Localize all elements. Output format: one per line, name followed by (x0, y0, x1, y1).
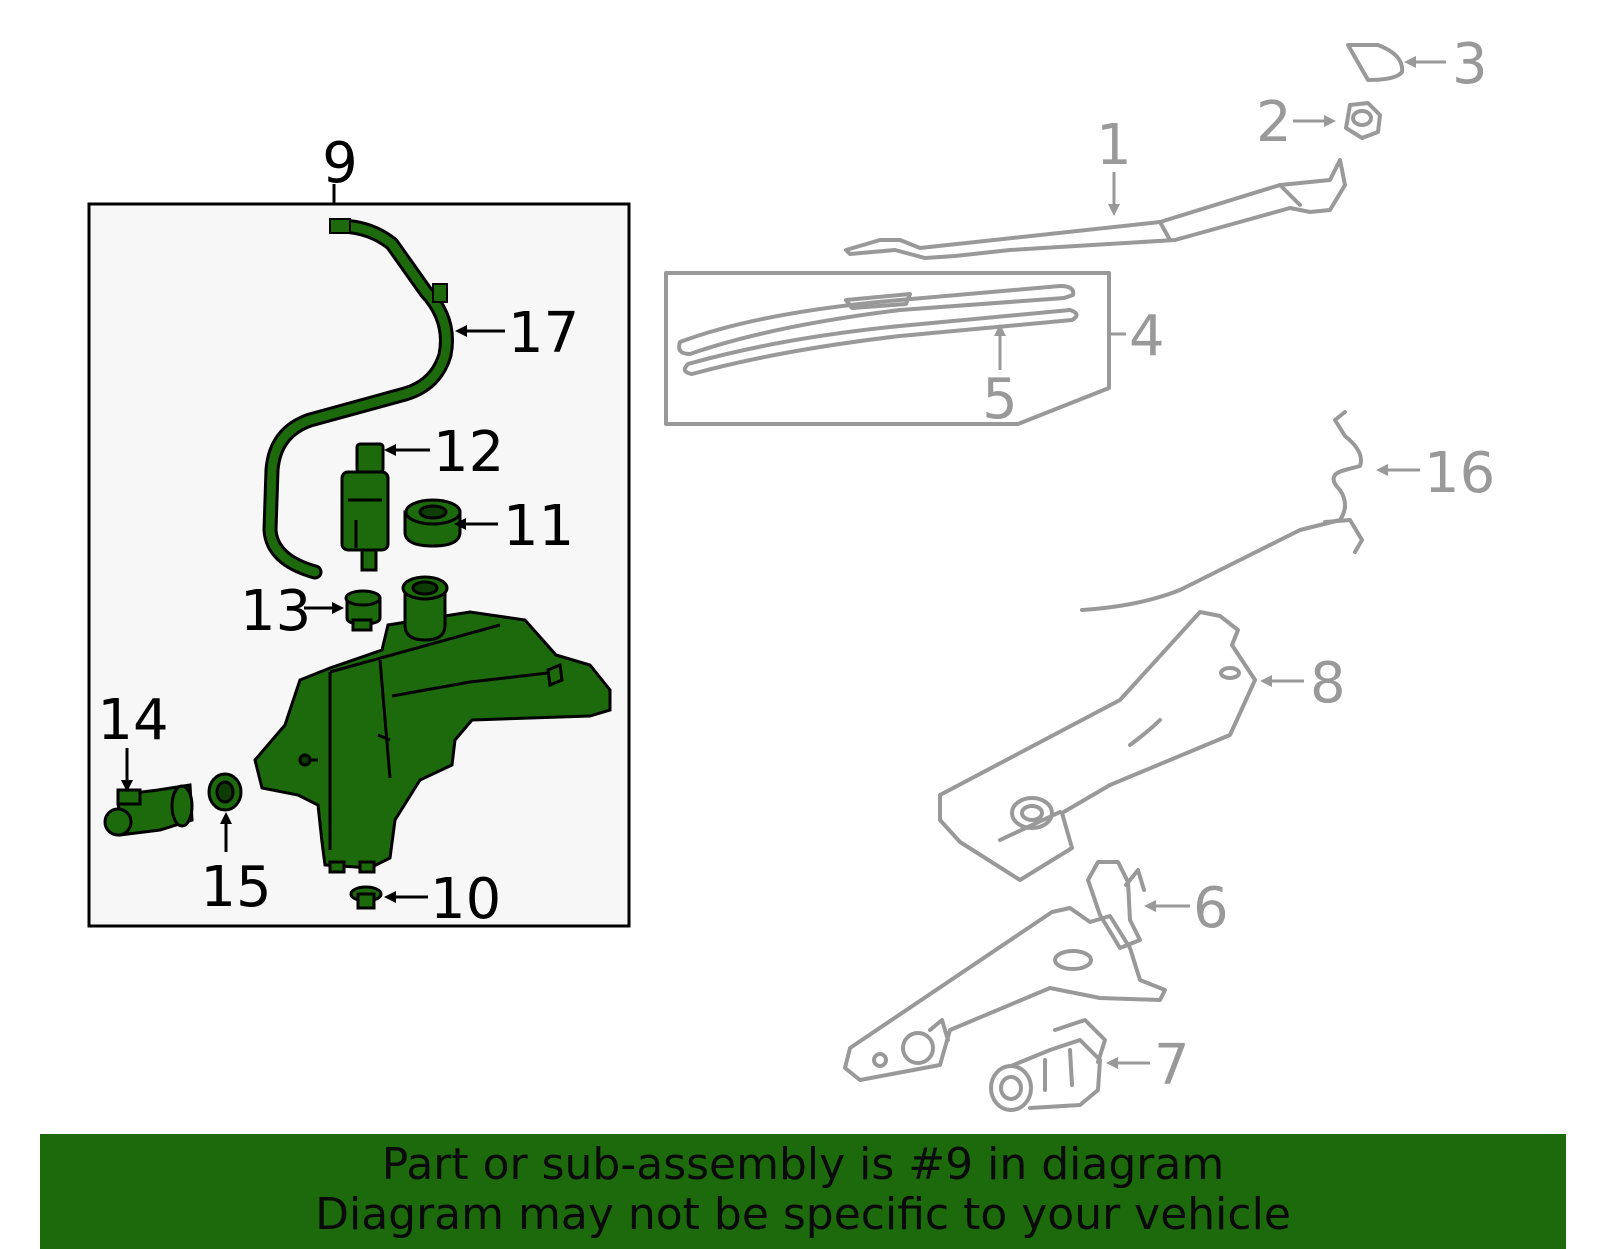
part-4-box (664, 271, 1111, 426)
banner-line-1: Part or sub-assembly is #9 in diagram (381, 1139, 1225, 1190)
part-14-sensor[interactable] (103, 783, 194, 837)
part-8-cowl-panel[interactable] (938, 610, 1257, 882)
part-1-wiper-arm[interactable] (844, 158, 1347, 260)
arrowhead-8 (1260, 675, 1272, 687)
callout-2: 2 (1256, 90, 1292, 155)
callout-16: 16 (1424, 441, 1495, 506)
arrowhead-10 (384, 891, 396, 903)
callout-14: 14 (97, 688, 168, 753)
arrowhead-13 (332, 602, 344, 614)
callout-12: 12 (433, 420, 504, 485)
part-12-pump[interactable] (340, 442, 390, 572)
part-16-tee (1323, 518, 1364, 554)
part-2-nut[interactable] (1344, 101, 1382, 140)
callout-4: 4 (1129, 304, 1165, 369)
callout-11: 11 (503, 494, 574, 559)
part-3-cap[interactable] (1346, 43, 1405, 82)
arrowhead-11 (454, 518, 466, 530)
arrowhead-7 (1106, 1057, 1118, 1069)
part-16-hose[interactable] (1080, 410, 1363, 612)
callout-13: 13 (240, 579, 311, 644)
callout-15: 15 (200, 855, 271, 920)
part-5-refill[interactable] (682, 308, 1079, 376)
arrowhead-17 (455, 325, 467, 337)
callout-8: 8 (1310, 651, 1346, 716)
part-15-seal[interactable] (207, 772, 243, 812)
callout-17: 17 (508, 301, 579, 366)
part-13-cap[interactable] (344, 589, 382, 632)
part-7-motor[interactable] (989, 1018, 1107, 1112)
callout-1: 1 (1096, 113, 1132, 178)
arrowhead-6 (1144, 900, 1156, 912)
arrowhead-16 (1376, 464, 1388, 476)
arrowhead-2 (1324, 115, 1336, 127)
arrowhead-3 (1404, 56, 1416, 68)
part-17-hose[interactable] (262, 218, 454, 580)
part-11-grommet[interactable] (403, 498, 462, 548)
arrowhead-5 (994, 324, 1006, 336)
callout-6: 6 (1193, 876, 1229, 941)
arrowhead-14 (121, 780, 133, 792)
part-6-linkage[interactable] (843, 860, 1167, 1082)
callout-7: 7 (1154, 1033, 1190, 1098)
arrowhead-12 (384, 444, 396, 456)
part-4-wiper-blade[interactable] (677, 284, 1076, 356)
part-9-reservoir-tank[interactable] (253, 575, 612, 874)
callout-3: 3 (1452, 32, 1488, 97)
info-banner: Part or sub-assembly is #9 in diagram Di… (40, 1134, 1566, 1249)
callout-9: 9 (322, 131, 358, 196)
arrowhead-15 (220, 812, 232, 824)
arrowhead-1 (1108, 204, 1120, 216)
callout-10: 10 (430, 867, 501, 932)
banner-line-2: Diagram may not be specific to your vehi… (315, 1189, 1291, 1240)
callout-5: 5 (982, 367, 1018, 432)
part-10-plug[interactable] (349, 885, 383, 910)
